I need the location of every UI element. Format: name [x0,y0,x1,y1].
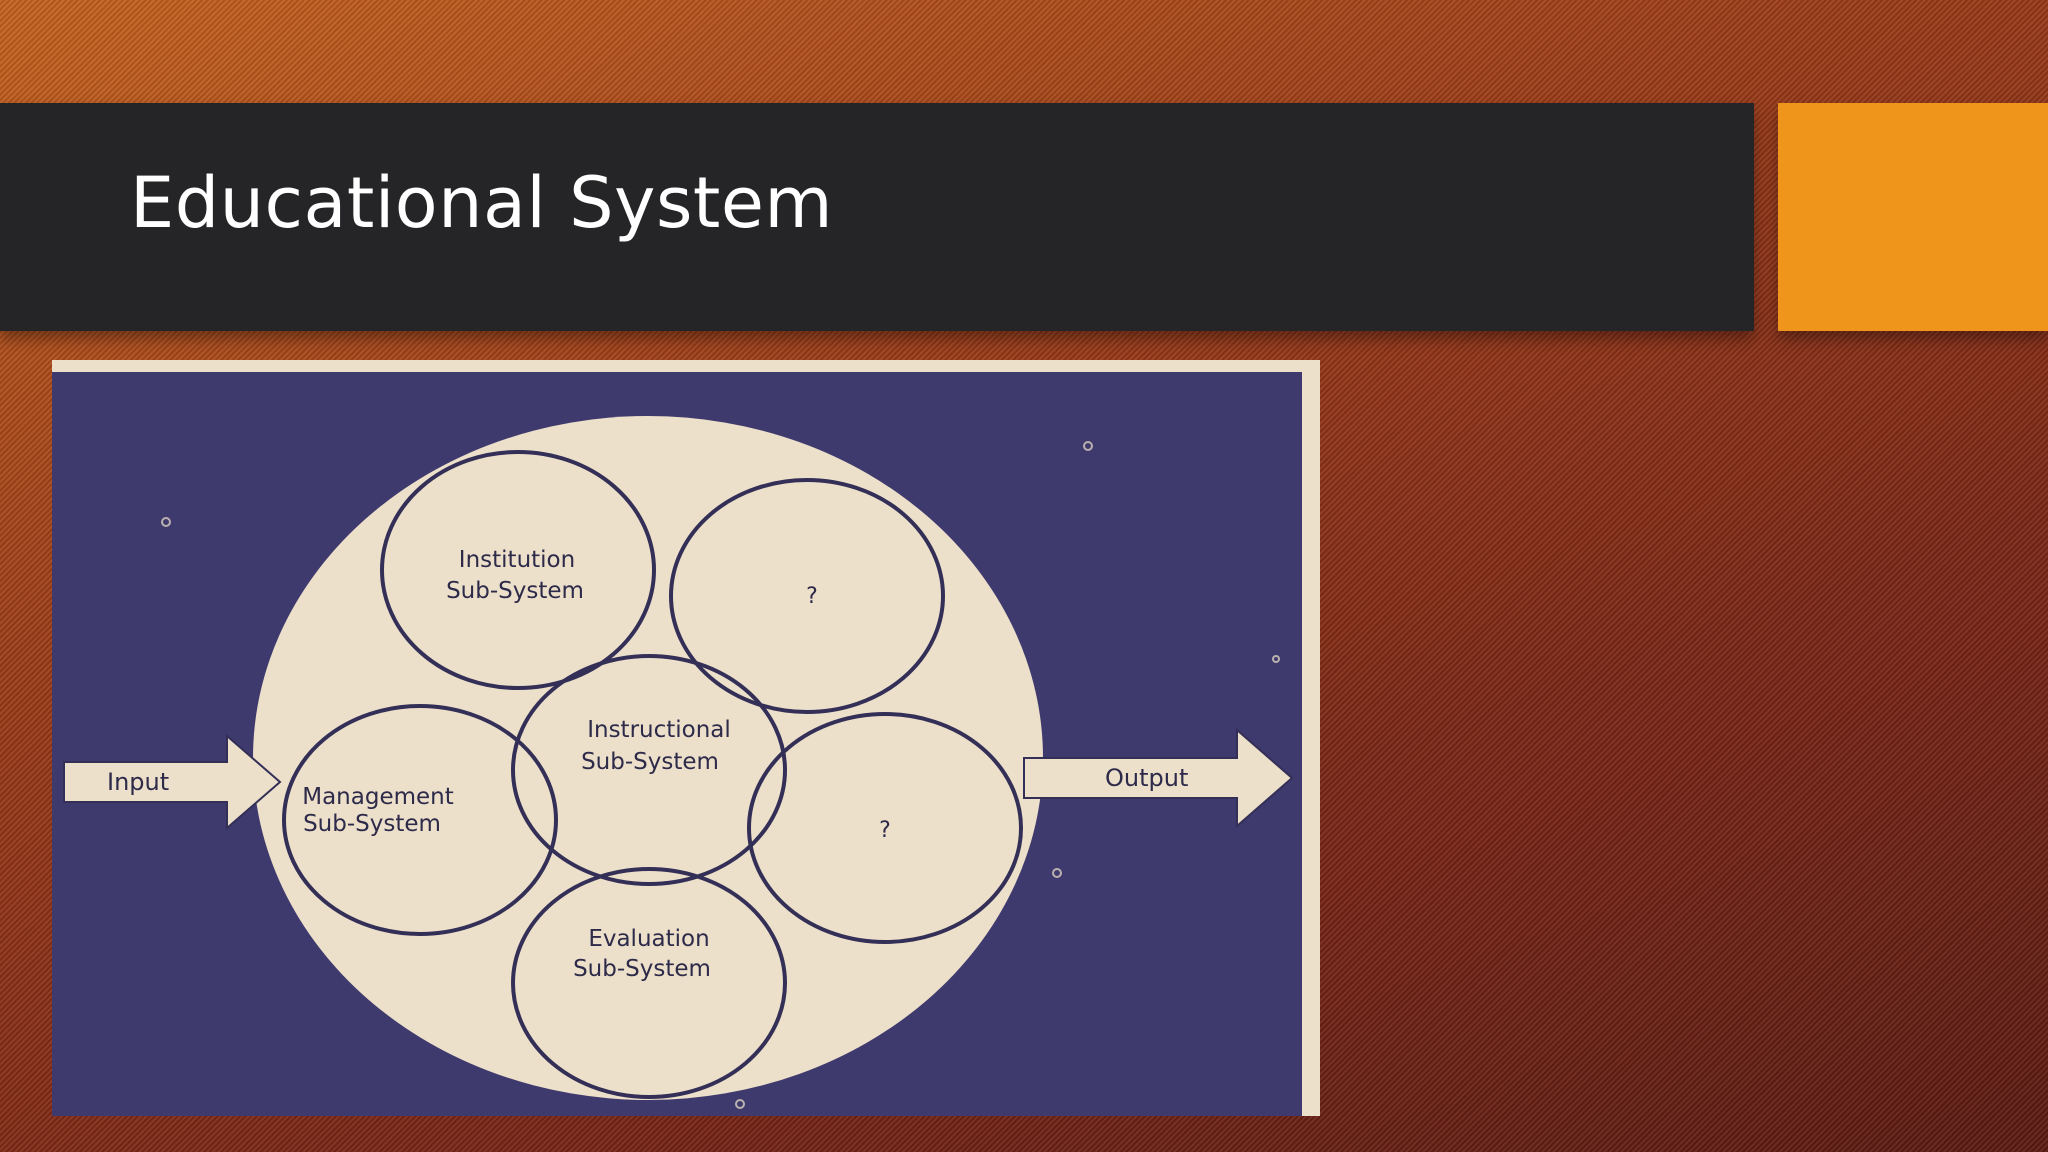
input-label: Input [107,768,169,796]
system-ellipse [253,416,1043,1100]
speck [161,517,171,527]
speck [1083,441,1093,451]
educational-system-figure: Input Output Institution Sub-System ? In… [52,360,1320,1116]
accent-square [1778,103,2048,331]
institution-line1: Institution [459,547,575,573]
output-arrow [1023,727,1294,829]
unknown-top-label: ? [806,584,818,609]
unknown-right-label: ? [879,818,891,843]
unknown-subsystem-top-circle [669,478,945,714]
management-subsystem-circle [282,704,558,936]
unknown-subsystem-right-circle [747,712,1023,944]
speck [1272,655,1280,663]
output-label: Output [1105,764,1188,792]
speck [735,1099,745,1109]
instructional-line2: Sub-System [581,749,719,775]
evaluation-subsystem-circle [511,867,787,1099]
title-bar [0,103,1754,331]
evaluation-line1: Evaluation [588,926,709,952]
input-arrow [63,733,282,831]
management-line1: Management [302,784,454,810]
institution-subsystem-circle [380,450,656,690]
speck [1052,868,1062,878]
instructional-subsystem-circle [511,654,787,886]
slide-title: Educational System [130,162,834,244]
diagram-svg: Input Output Institution Sub-System ? In… [52,372,1302,1116]
instructional-line1: Instructional [587,717,731,743]
management-line2: Sub-System [303,811,441,837]
evaluation-line2: Sub-System [573,956,711,982]
institution-line2: Sub-System [446,578,584,604]
